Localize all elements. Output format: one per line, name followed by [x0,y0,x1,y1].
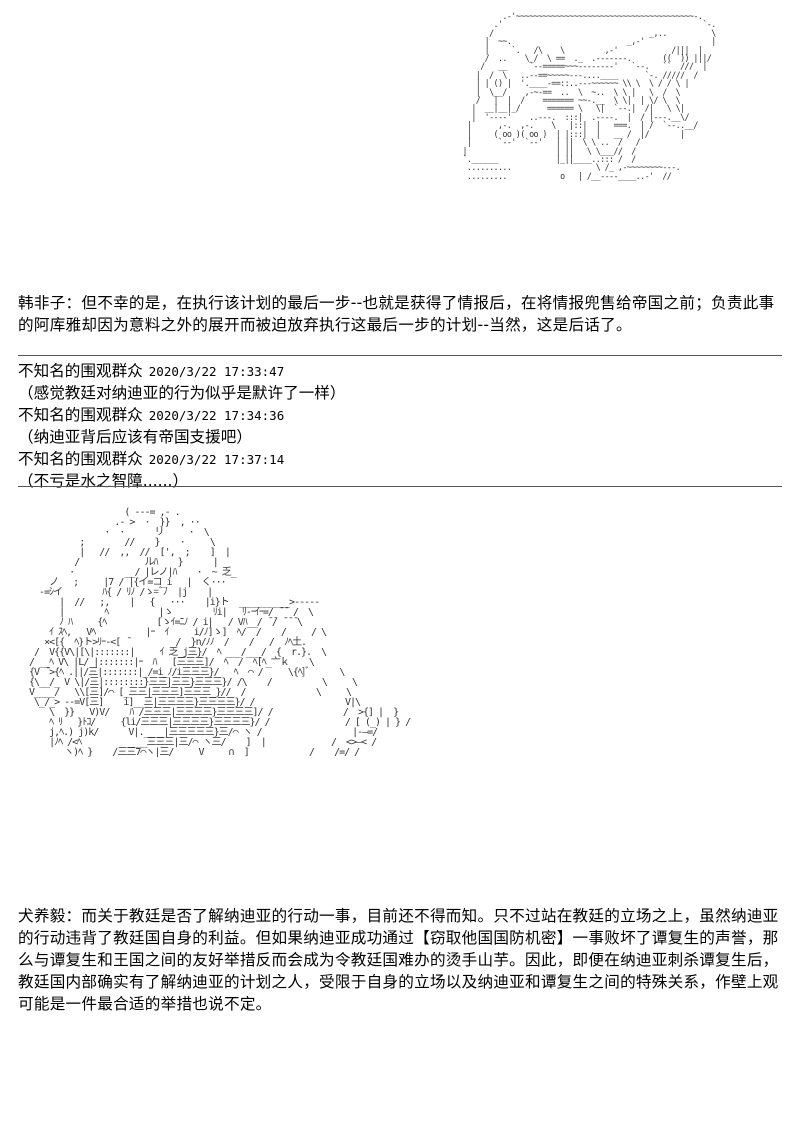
comment-list: 不知名的围观群众 2020/3/22 17:33:47 （感觉教廷对纳迪亚的行为似… [18,360,778,492]
comment-item: 不知名的围观群众 2020/3/22 17:34:36 （纳迪亚背后应该有帝国支援… [18,404,778,448]
narration-paragraph-1: 韩非子：但不幸的是，在执行该计划的最后一步--也就是获得了情报后，在将情报兜售给… [18,294,775,334]
comment-item: 不知名的围观群众 2020/3/22 17:33:47 （感觉教廷对纳迪亚的行为似… [18,360,778,404]
comment-header: 不知名的围观群众 2020/3/22 17:33:47 [18,360,778,382]
narration-paragraph-2: 犬养毅：而关于教廷是否了解纳迪亚的行动一事，目前还不得而知。只不过站在教廷的立场… [18,907,779,1013]
comment-body: （纳迪亚背后应该有帝国支援吧） [18,428,252,446]
comment-body: （不亏是水之智障......） [18,472,189,490]
comment-header: 不知名的围观群众 2020/3/22 17:37:14 [18,448,778,470]
comment-author: 不知名的围观群众 [18,406,143,424]
comment-timestamp: 2020/3/22 17:37:14 [148,452,285,467]
divider-top [18,355,782,356]
divider-bottom [18,486,782,487]
comment-body: （感觉教廷对纳迪亚的行为似乎是默许了一样） [18,384,346,402]
comment-timestamp: 2020/3/22 17:34:36 [148,408,285,423]
ascii-art-top: .-'~~~~~~~~~~~~~~~~~~~~~~~~~~~~~~~~~~~~~… [462,11,716,181]
ascii-art-bottom: ( ---= ,- . .- > · }} , ·· · · リ · \ ; /… [29,507,411,758]
comment-timestamp: 2020/3/22 17:33:47 [148,364,285,379]
comment-header: 不知名的围观群众 2020/3/22 17:34:36 [18,404,778,426]
comment-author: 不知名的围观群众 [18,450,143,468]
comment-author: 不知名的围观群众 [18,362,143,380]
comment-item: 不知名的围观群众 2020/3/22 17:37:14 （不亏是水之智障.....… [18,448,778,492]
